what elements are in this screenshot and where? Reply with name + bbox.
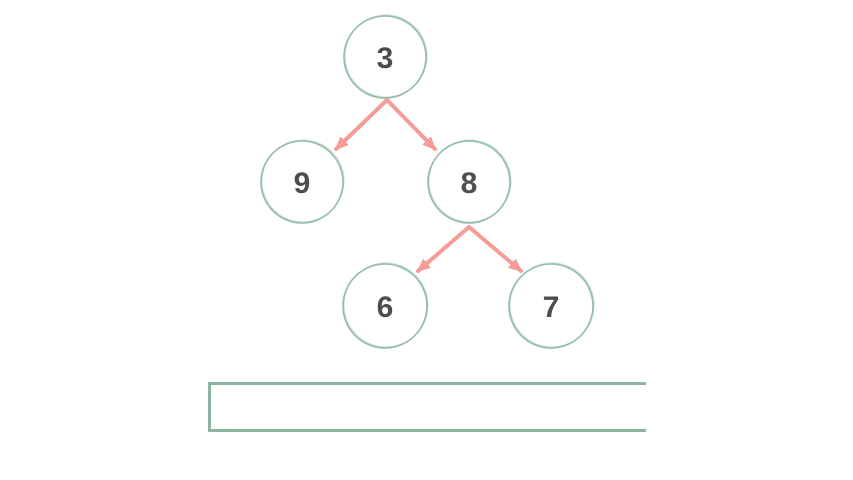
node-circle xyxy=(343,15,427,99)
edge-8-to-6 xyxy=(416,225,471,273)
tree-node-left-grandchild: 6 xyxy=(342,262,429,349)
node-label: 6 xyxy=(377,291,394,324)
node-circle-sketch-stroke xyxy=(428,139,512,223)
node-circle-sketch-stroke xyxy=(344,14,428,98)
edge-8-to-7 xyxy=(467,225,523,273)
tree-node-root: 3 xyxy=(343,14,428,99)
node-circle xyxy=(342,263,428,349)
tree-node-right-grandchild: 7 xyxy=(508,262,595,349)
node-circle-sketch-stroke xyxy=(343,262,429,348)
edge-3-to-8 xyxy=(385,98,437,151)
tree-node-left-child: 9 xyxy=(260,139,345,224)
node-label: 3 xyxy=(377,42,394,75)
node-label: 8 xyxy=(461,167,478,200)
node-circle-sketch-stroke xyxy=(261,139,345,223)
answer-input[interactable] xyxy=(208,382,646,432)
node-circle xyxy=(427,140,511,224)
node-label: 7 xyxy=(543,291,560,324)
node-circle-sketch-stroke xyxy=(509,262,595,348)
edge-3-to-9 xyxy=(334,98,389,151)
node-circle xyxy=(508,263,594,349)
node-label: 9 xyxy=(294,167,311,200)
tree-node-right-child: 8 xyxy=(427,139,512,224)
node-circle xyxy=(260,140,344,224)
